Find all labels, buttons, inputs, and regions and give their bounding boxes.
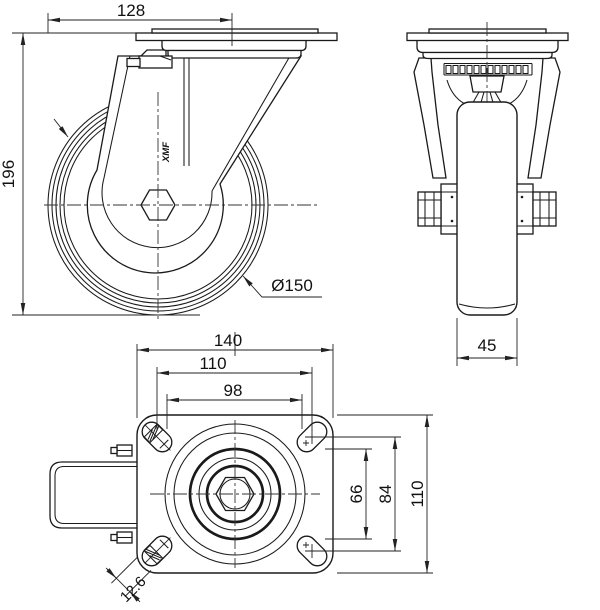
dim-196-group: 196	[0, 32, 200, 316]
dim-128-group: 128	[47, 1, 233, 46]
slot-center-marks	[303, 430, 319, 558]
dim-110h-group: 110	[156, 354, 313, 431]
side-view: XMF 128 196 Ø150	[0, 1, 338, 320]
plan-view: 140 110 98 66 84	[49, 331, 433, 606]
dim-150-label: Ø150	[271, 276, 313, 295]
swivel-housing-front	[416, 39, 559, 60]
dim-140-group: 140	[136, 331, 334, 418]
dim-84-group: 84	[318, 436, 401, 552]
grease-fitting	[138, 55, 173, 69]
wheel-plan	[49, 461, 139, 529]
swivel-housing-side	[126, 39, 307, 69]
dim-126-label: 12.6	[117, 573, 150, 606]
dim-98-label: 98	[224, 381, 243, 400]
dim-wheel-diameter-group: Ø150	[242, 275, 322, 298]
fork-side	[86, 55, 303, 274]
dim-110v-label: 110	[408, 480, 427, 507]
dim-110v-group: 110	[337, 414, 433, 574]
axle-nut-left	[417, 191, 442, 227]
axle-nut-side	[140, 189, 176, 221]
bolt-slots	[141, 421, 328, 567]
kingpin-boss	[469, 75, 505, 107]
axle-assembly-front	[417, 183, 557, 235]
axle-nut-right	[532, 191, 557, 227]
ball-bearing-race	[443, 62, 533, 76]
bolt-top-left	[143, 423, 171, 451]
dim-128-label: 128	[117, 1, 145, 20]
dim-66-group: 66	[325, 448, 372, 540]
dim-45-label: 45	[478, 336, 497, 355]
front-view: 45	[406, 22, 569, 366]
dim-110h-label: 110	[199, 354, 226, 373]
top-plate-side	[135, 28, 338, 42]
dim-66-label: 66	[347, 485, 366, 504]
wheel-front	[456, 101, 518, 316]
dim-45-group: 45	[456, 318, 518, 366]
bolt-bottom-left	[143, 537, 171, 565]
dim-140-label: 140	[214, 331, 242, 350]
fork-tabs-plan	[110, 444, 133, 544]
dim-196-label: 196	[0, 160, 18, 188]
top-plate-front	[406, 28, 569, 42]
fork-front	[413, 57, 561, 179]
dim-98-group: 98	[166, 381, 303, 429]
dim-84-label: 84	[376, 485, 395, 504]
brand-logo: XMF	[161, 142, 172, 163]
tire-leader-arrow	[53, 118, 69, 138]
